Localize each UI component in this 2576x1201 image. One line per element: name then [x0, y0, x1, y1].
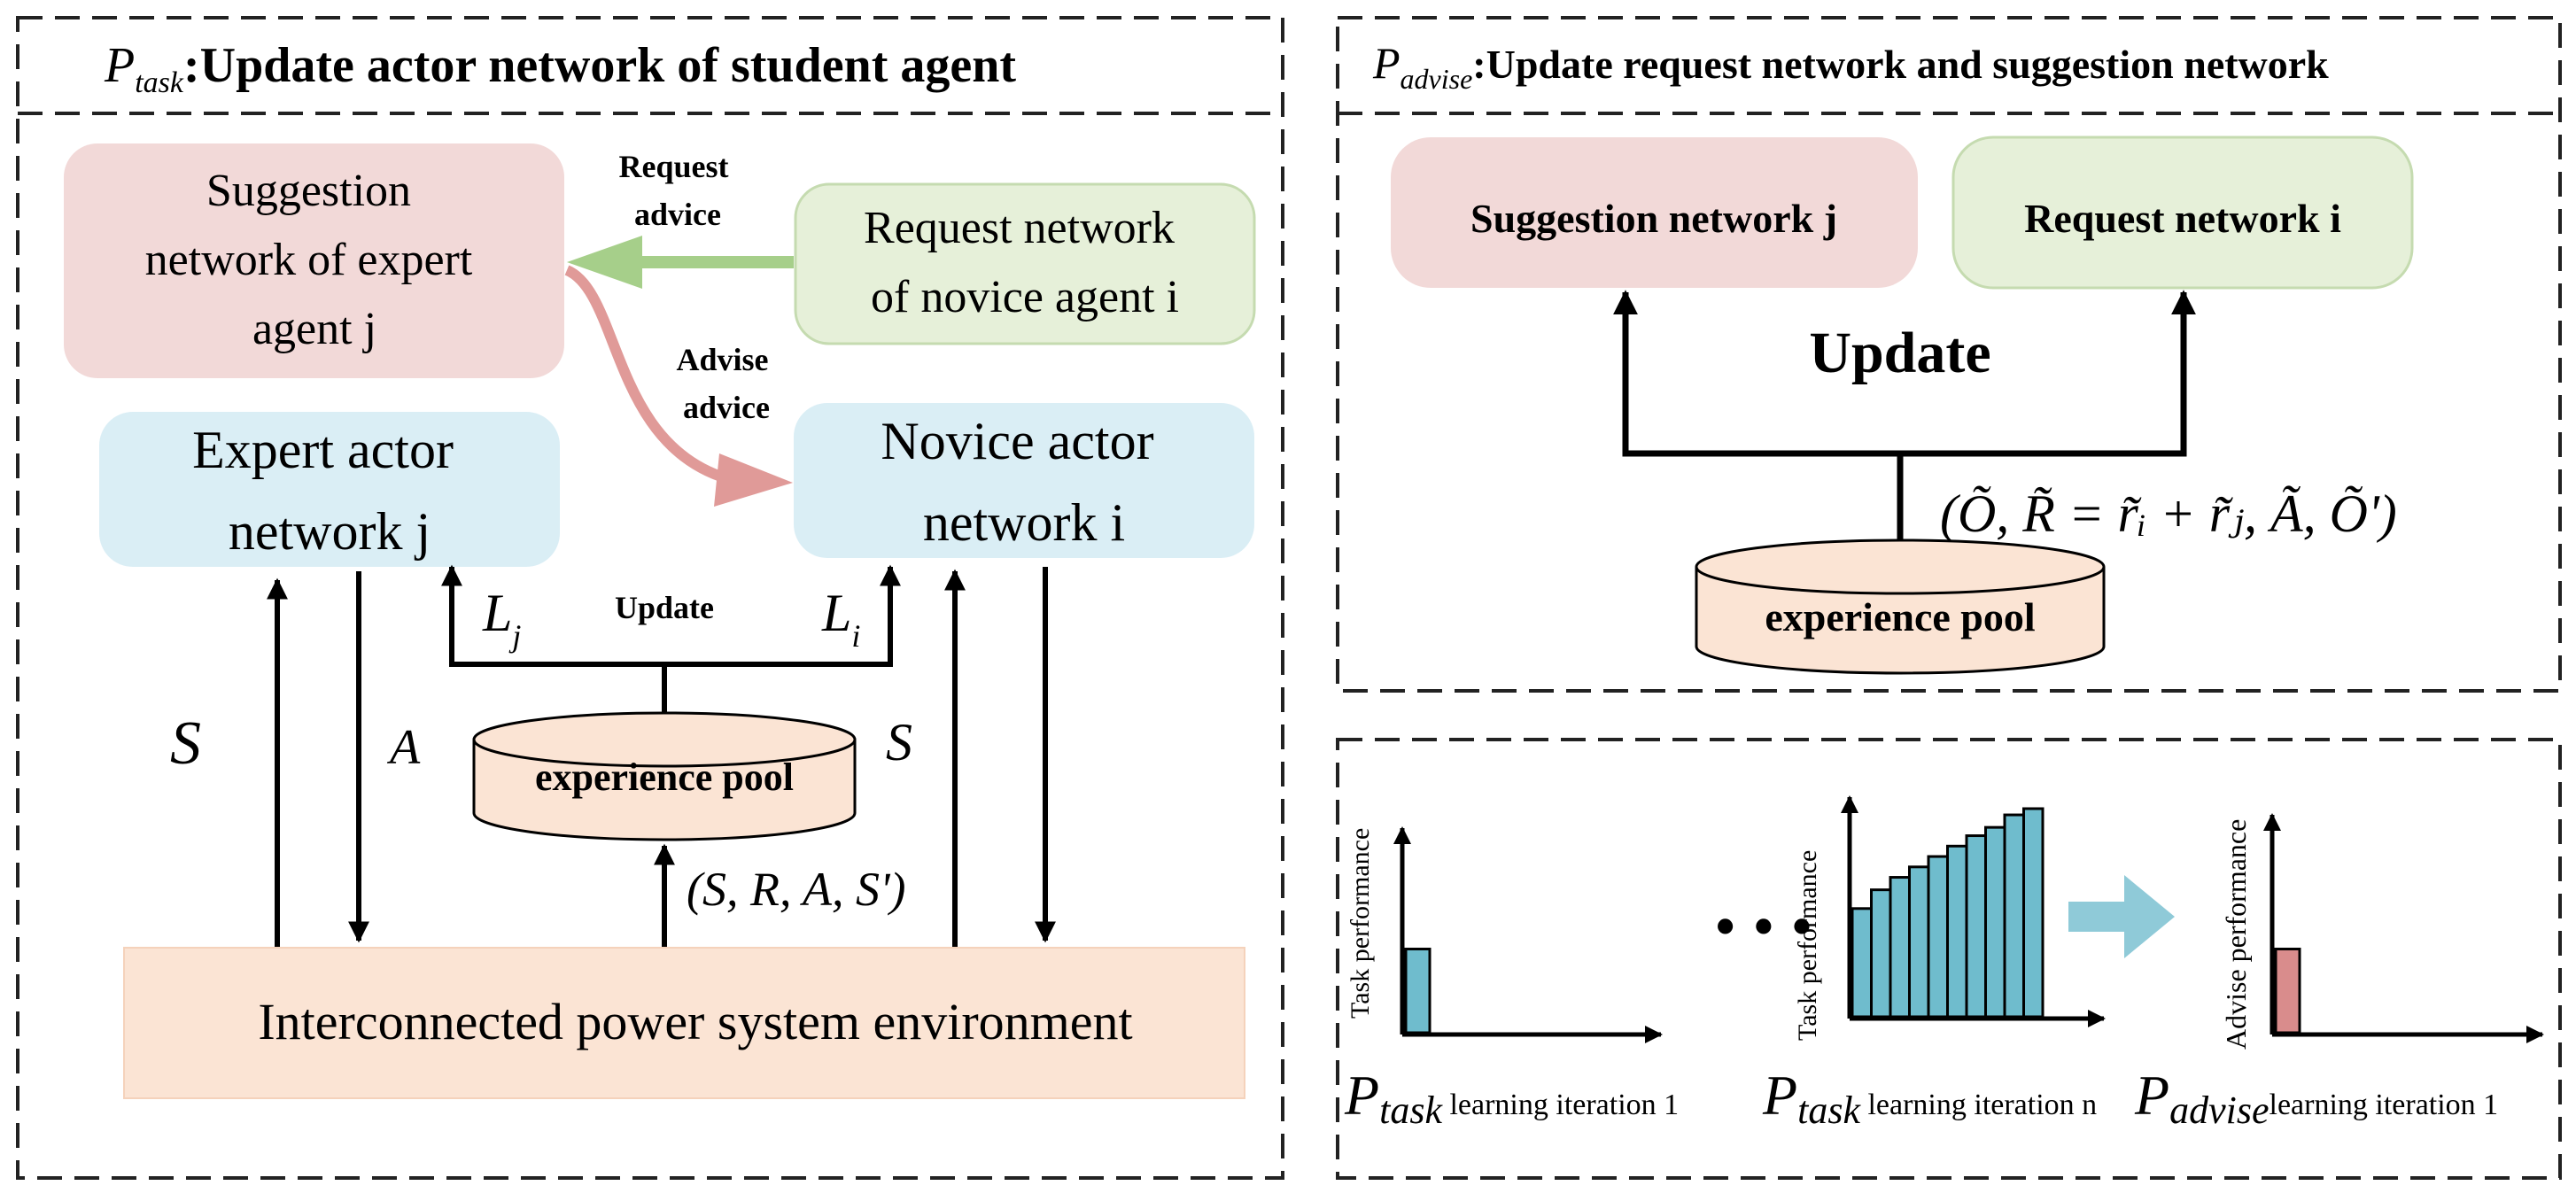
- performance-bar: [2003, 813, 2025, 1019]
- transition-arrow-head: [2124, 875, 2175, 958]
- loss-j-label: Lj: [482, 584, 521, 654]
- plot2-ylabel: Task performance: [1793, 850, 1822, 1041]
- suggestion-network-label: Suggestion network of expert agent j: [145, 166, 485, 354]
- rt-request-network-box: [1951, 136, 2414, 290]
- performance-bar: [1851, 907, 1873, 1019]
- rt-update-bracket: [1613, 290, 2196, 457]
- rt-experience-pool-label: experience pool: [1765, 594, 2035, 639]
- performance-bar: [1984, 825, 2006, 1019]
- experience-pool-cylinder: [472, 711, 857, 841]
- plot2-bars: [1851, 807, 2045, 1019]
- performance-bar: [1404, 948, 1432, 1034]
- request-network-box: [794, 182, 1256, 345]
- request-advice-arrowhead: [567, 236, 642, 289]
- performance-bar: [1870, 888, 1892, 1019]
- expert-actor-label: Expert actor network j: [192, 421, 467, 561]
- action-label-expert: A: [386, 720, 421, 775]
- rt-suggestion-network-label: Suggestion network j: [1470, 196, 1837, 241]
- plot3-bars: [2274, 948, 2301, 1034]
- update-label: Update: [615, 590, 714, 625]
- transition-arrow-shaft: [2068, 902, 2126, 932]
- plot-advise-iteration-1: Advise performance Padviselearning itera…: [2134, 813, 2544, 1132]
- right-bottom-panel-border: [1336, 738, 2562, 1180]
- plot-task-iteration-1: Task performance Ptask learning iteratio…: [1344, 826, 1679, 1132]
- plot3-xlabel: Padviselearning iteration 1: [2134, 1064, 2498, 1132]
- performance-bar: [2274, 948, 2301, 1034]
- request-network-label: Request network of novice agent i: [864, 203, 1186, 322]
- performance-bar: [1889, 876, 1911, 1019]
- right-bottom-panel: Task performance Ptask learning iteratio…: [1336, 738, 2562, 1180]
- loss-i-label: Li: [821, 584, 860, 654]
- performance-bar: [2022, 807, 2045, 1019]
- update-bracket: [441, 564, 901, 667]
- advise-advice-arrow: [564, 265, 728, 484]
- rt-update-label: Update: [1809, 321, 1990, 385]
- advise-advice-label: Advise advice: [676, 342, 776, 425]
- state-label-novice: S: [886, 713, 912, 771]
- performance-bar: [1908, 865, 1930, 1019]
- plot3-ylabel: Advise performance: [2220, 819, 2252, 1050]
- environment-box: [123, 947, 1245, 1099]
- tuple-label: (S, R, A, S'): [687, 863, 906, 916]
- rt-suggestion-network-box: [1391, 137, 1918, 288]
- left-panel-title: Ptask:Update actor network of student ag…: [104, 38, 1016, 99]
- expert-actor-box: [99, 412, 560, 567]
- rt-request-network-label: Request network i: [2024, 196, 2341, 241]
- rt-tuple-label: (Õ, R̃ = r̃ᵢ + r̃ⱼ, Ã, Õ'): [1940, 484, 2397, 543]
- plot1-bars: [1404, 948, 1432, 1034]
- environment-label: Interconnected power system environment: [258, 993, 1132, 1050]
- right-top-panel-title: Padvise:Update request network and sugge…: [1372, 38, 2329, 95]
- performance-bar: [1927, 855, 1949, 1019]
- performance-bar: [1946, 844, 1968, 1019]
- plot-task-iteration-n: Task performance Ptask learning iteratio…: [1762, 795, 2106, 1132]
- state-label-expert: S: [170, 709, 201, 778]
- plot1-ylabel: Task performance: [1346, 828, 1375, 1019]
- plot2-xlabel: Ptask learning iteration n: [1762, 1064, 2097, 1132]
- suggestion-network-box: [64, 143, 564, 378]
- right-top-panel-border: [1336, 16, 2562, 693]
- right-top-panel: Padvise:Update request network and sugge…: [1336, 16, 2562, 693]
- ellipsis-dots: • • •: [1714, 891, 1813, 962]
- novice-actor-label: Novice actor network i: [881, 412, 1167, 552]
- advise-advice-arrowhead: [714, 453, 793, 507]
- performance-bar: [1965, 834, 1987, 1019]
- plot1-xlabel: Ptask learning iteration 1: [1344, 1064, 1679, 1132]
- experience-pool-label: experience pool: [535, 755, 794, 799]
- novice-actor-box: [794, 403, 1254, 558]
- rt-experience-pool-cylinder: [1695, 539, 2106, 675]
- left-panel-border: [16, 16, 1284, 1180]
- left-panel: Ptask:Update actor network of student ag…: [16, 16, 1284, 1180]
- request-advice-label: Request advice: [619, 149, 737, 232]
